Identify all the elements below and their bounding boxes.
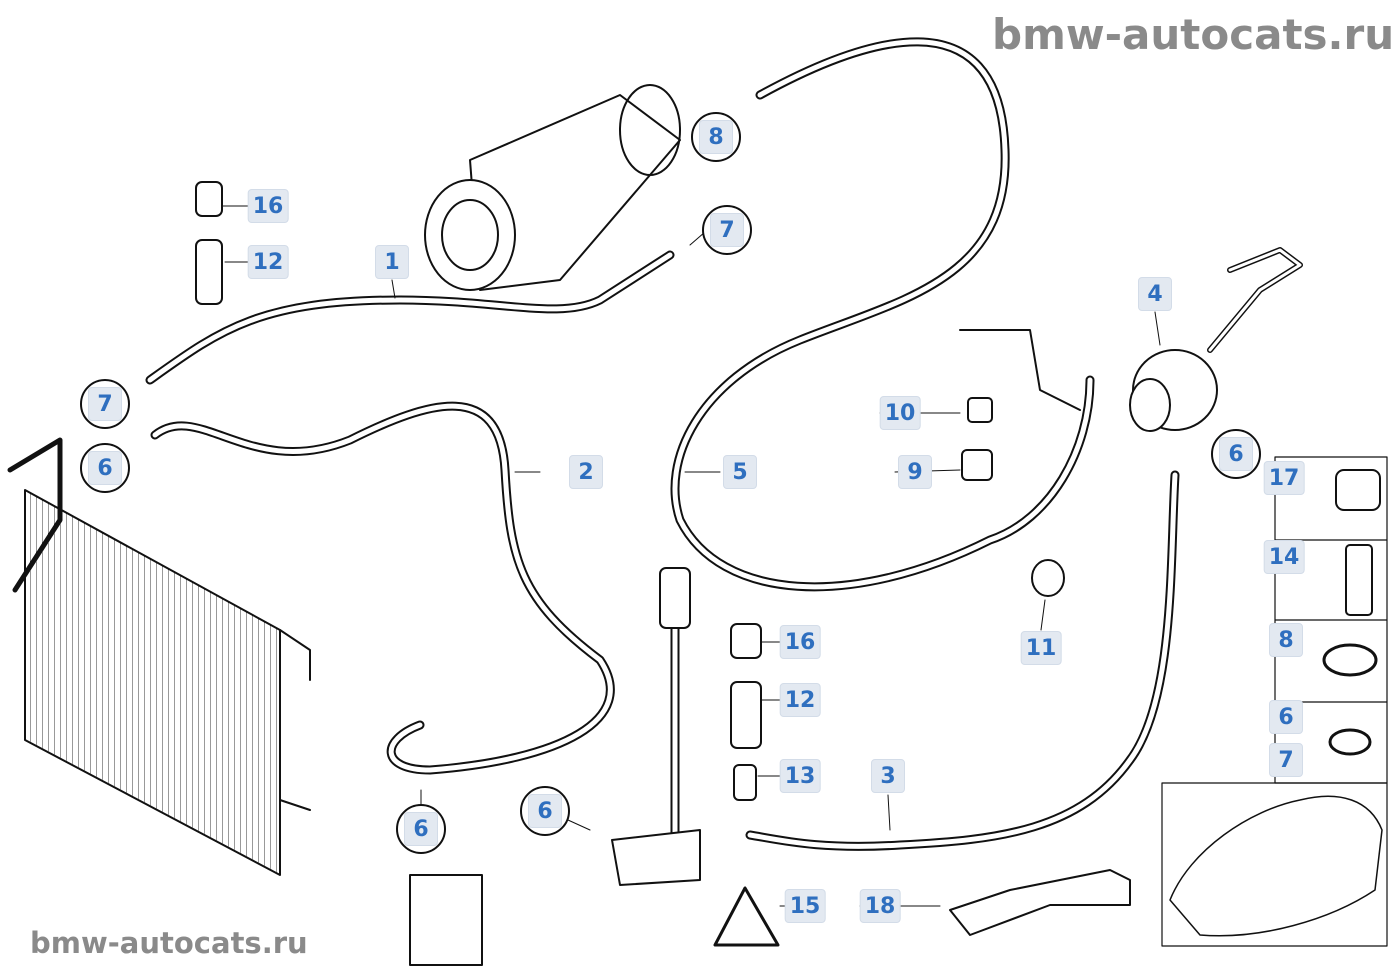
part-callout-6[interactable]: 6 [1269,700,1303,734]
part-callout-7[interactable]: 7 [1269,743,1303,777]
part-callout-8[interactable]: 8 [1269,623,1303,657]
small-parts [195,181,1381,966]
part-callout-13[interactable]: 13 [779,759,821,793]
part-callout-6[interactable]: 6 [528,794,562,828]
part-callout-15[interactable]: 15 [784,889,826,923]
hose-lines [145,37,1303,865]
part-callout-6[interactable]: 6 [1219,437,1253,471]
part-callout-8[interactable]: 8 [699,120,733,154]
compressor [424,84,681,291]
watermark-top: bmw-autocats.ru [992,10,1395,59]
part-callout-18[interactable]: 18 [859,889,901,923]
part-callout-12[interactable]: 12 [779,683,821,717]
part-callout-10[interactable]: 10 [879,396,921,430]
part-callout-1[interactable]: 1 [375,245,409,279]
part-callout-17[interactable]: 17 [1263,461,1305,495]
part-callout-4[interactable]: 4 [1138,277,1172,311]
part-callout-7[interactable]: 7 [710,213,744,247]
leader-lines [221,205,1161,907]
part-callout-5[interactable]: 5 [723,455,757,489]
part-callout-7[interactable]: 7 [88,387,122,421]
part-callout-3[interactable]: 3 [871,759,905,793]
side-panel [1161,456,1388,947]
condenser [7,437,311,876]
part-callout-12[interactable]: 12 [247,245,289,279]
part-callout-11[interactable]: 11 [1020,631,1062,665]
part-callout-6[interactable]: 6 [404,812,438,846]
watermark-bottom: bmw-autocats.ru [30,926,308,960]
part-callout-14[interactable]: 14 [1263,540,1305,574]
part-callout-9[interactable]: 9 [898,455,932,489]
part-callout-16[interactable]: 16 [779,625,821,659]
part-callout-16[interactable]: 16 [247,189,289,223]
part-callout-2[interactable]: 2 [569,455,603,489]
part-callout-6[interactable]: 6 [88,451,122,485]
